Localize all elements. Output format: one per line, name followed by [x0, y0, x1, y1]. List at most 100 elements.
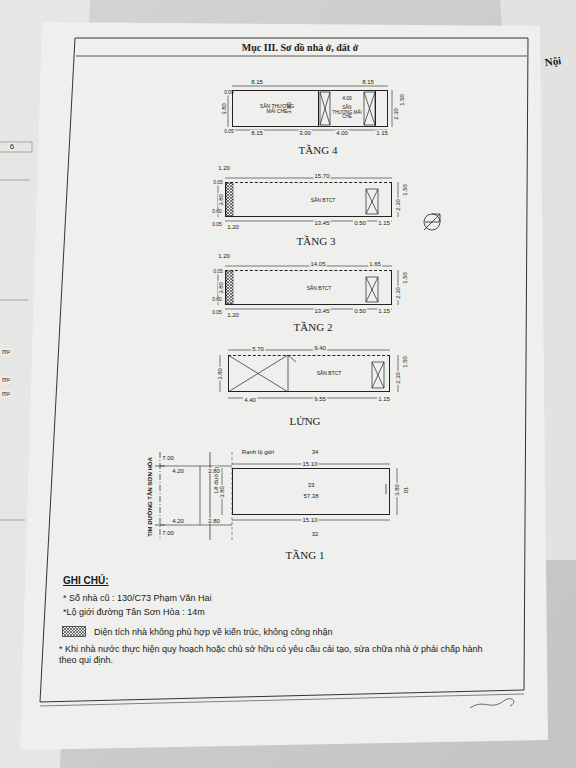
dimension-label: 1.50	[402, 355, 408, 369]
dimension-label: 0.05	[211, 222, 223, 227]
dimension-label: 1.20	[226, 224, 240, 230]
dimension-label: 1.20	[217, 165, 231, 171]
dimension-label: 3.80	[217, 367, 223, 381]
dimension-label: 3.80	[219, 485, 225, 499]
dimension-label: 7.00	[161, 455, 175, 461]
area-label: SÂN BTCT	[298, 198, 348, 203]
area-label: SÂN THƯỢNG MÁI CHE	[257, 104, 297, 115]
area-label: SÂN BTCT	[294, 286, 344, 291]
dimension-label: 8.15	[250, 130, 264, 136]
dimension-label: 4.20	[171, 468, 185, 474]
dimension-label: 15.10	[301, 461, 318, 467]
dimension-label: 1.50	[402, 183, 408, 197]
dimension-label: TIM ĐƯỜNG TÂN SƠN HÒA	[147, 456, 153, 538]
dimension-label: 4.00	[335, 130, 349, 136]
dimension-label: 0.05	[211, 310, 223, 315]
dimension-label: 0.05	[223, 129, 235, 134]
dimension-label: 2.30	[395, 198, 401, 212]
hatch-swatch	[62, 626, 86, 637]
north-arrow	[424, 214, 440, 230]
floor-heading: LỬNG	[288, 416, 321, 428]
dimension-label: 3.00	[298, 130, 312, 136]
dimension-label: 2.30	[393, 107, 399, 121]
legend-item: Diện tích nhà không phù hợp về kiến trúc…	[62, 626, 333, 637]
floor-heading: TẦNG 1	[285, 550, 326, 562]
dimension-label: 14.05	[309, 261, 326, 267]
dimension-label: 2.80	[207, 468, 221, 474]
dimension-label: 1.20	[226, 312, 240, 318]
dimension-label: 6	[9, 143, 15, 151]
stair-symbols	[228, 92, 386, 494]
dimension-label: 0.05	[223, 90, 235, 95]
dimension-label: 2.30	[395, 286, 401, 300]
dimension-label: 1.50	[399, 93, 405, 107]
dimension-label: 1.15	[377, 396, 391, 402]
floor-heading: GHI CHÚ:	[62, 576, 110, 587]
dimension-label: 0.05	[212, 180, 224, 185]
hatched-area	[226, 183, 233, 216]
dimension-label: 3.80	[394, 483, 400, 497]
header-rule	[76, 56, 527, 57]
floor-outline: SÂN THƯỢNG MÁI CHE4.00SÂN THƯỢNG MÁI CHE	[232, 90, 388, 127]
dimension-label: 2.30	[395, 371, 401, 385]
dimension-label: 7.00	[161, 530, 175, 536]
floor-outline: SÂN BTCT	[228, 355, 390, 392]
floor-heading: Nội	[543, 55, 563, 69]
dimension-label: 3.80	[218, 281, 224, 295]
dimension-lines	[160, 86, 398, 525]
signature	[470, 699, 514, 708]
floor-heading: TẦNG 3	[296, 236, 337, 248]
dimension-label: 01	[403, 486, 409, 495]
note-text: * Khi nhà nước thực hiện quy hoạch hoặc …	[58, 644, 500, 667]
dimension-label: 1.15	[377, 220, 391, 226]
dimension-label: 9.55	[313, 396, 327, 402]
dimension-label: 8.15	[361, 79, 375, 85]
dimension-label: 32	[311, 531, 320, 537]
dimension-label: 15.10	[301, 517, 318, 523]
area-label: SÂN BTCT	[304, 371, 354, 376]
note-text: *Lộ giới đường Tân Sơn Hòa : 14m	[62, 608, 206, 617]
floor-outline: SÂN BTCT	[225, 270, 392, 305]
dimension-label: 15.70	[313, 173, 330, 179]
dimension-label: 0.05	[212, 269, 224, 274]
dimension-label: 1.15	[377, 308, 391, 314]
dimension-label: 4.40	[243, 397, 257, 403]
area-label: 57.38	[291, 493, 331, 499]
dimension-label: 9.40	[313, 345, 327, 351]
hatched-area	[226, 271, 233, 304]
dimension-label: 0.60	[211, 209, 223, 214]
dimension-label: Ranh lộ giới	[241, 449, 275, 455]
floor-heading: TẦNG 4	[298, 145, 339, 157]
dimension-label: 13.45	[313, 220, 330, 226]
dimension-label: 4.20	[171, 518, 185, 524]
floor-outline: SÂN BTCT	[225, 182, 392, 217]
dimension-label: 0.60	[211, 297, 223, 302]
dimension-label: 3.80	[218, 193, 224, 207]
legend-text: Diện tích nhà không phù hợp về kiến trúc…	[94, 627, 333, 637]
page-title: Mục III. Sơ đồ nhà ở, đất ở	[242, 42, 358, 53]
dimension-label: m²	[1, 390, 11, 397]
note-text: * Số nhà cũ : 130/C73 Phạm Văn Hai	[62, 594, 213, 603]
dimension-label: m²	[1, 376, 11, 383]
area-label: 4.00	[332, 96, 362, 101]
dimension-label: 1.15	[375, 130, 389, 136]
dimension-label: 8.15	[250, 79, 264, 85]
frame-rule	[40, 694, 524, 706]
floor-outline: 4.00SÂN THƯỢNG MÁI CHE	[318, 90, 376, 127]
dimension-label: 1.20	[217, 253, 231, 259]
dimension-label: m²	[1, 348, 11, 355]
dimension-label: 5.70	[251, 346, 265, 352]
area-label: 33	[291, 482, 331, 488]
area-label: SÂN THƯỢNG MÁI CHE	[332, 106, 362, 120]
left-sheet-lines	[0, 142, 32, 520]
dimension-label: 2.80	[207, 518, 221, 524]
dimension-label: 3.80	[221, 102, 227, 116]
floor-heading: TẦNG 2	[293, 322, 334, 334]
dimension-label: 0.50	[353, 308, 367, 314]
page-frame	[40, 38, 528, 702]
dimension-label: 34	[311, 449, 320, 455]
main-sheet	[20, 22, 548, 750]
floor-outline: 33 57.38	[232, 468, 390, 515]
